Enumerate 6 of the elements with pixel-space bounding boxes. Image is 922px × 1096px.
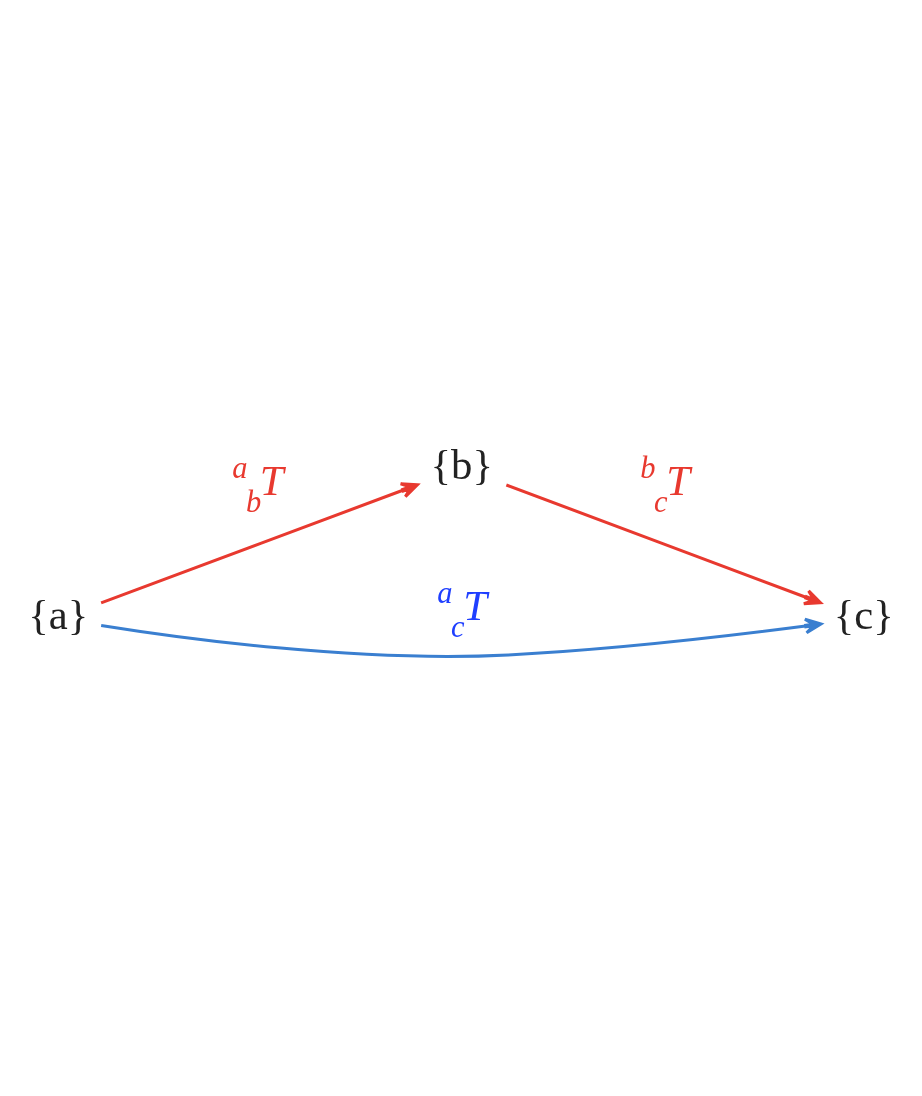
node-text: {c} [833, 590, 894, 638]
node-text: {b} [430, 441, 493, 489]
arrow [100, 482, 419, 605]
node-text: {a} [28, 590, 89, 638]
arrow [505, 483, 823, 606]
arrow [100, 617, 823, 658]
